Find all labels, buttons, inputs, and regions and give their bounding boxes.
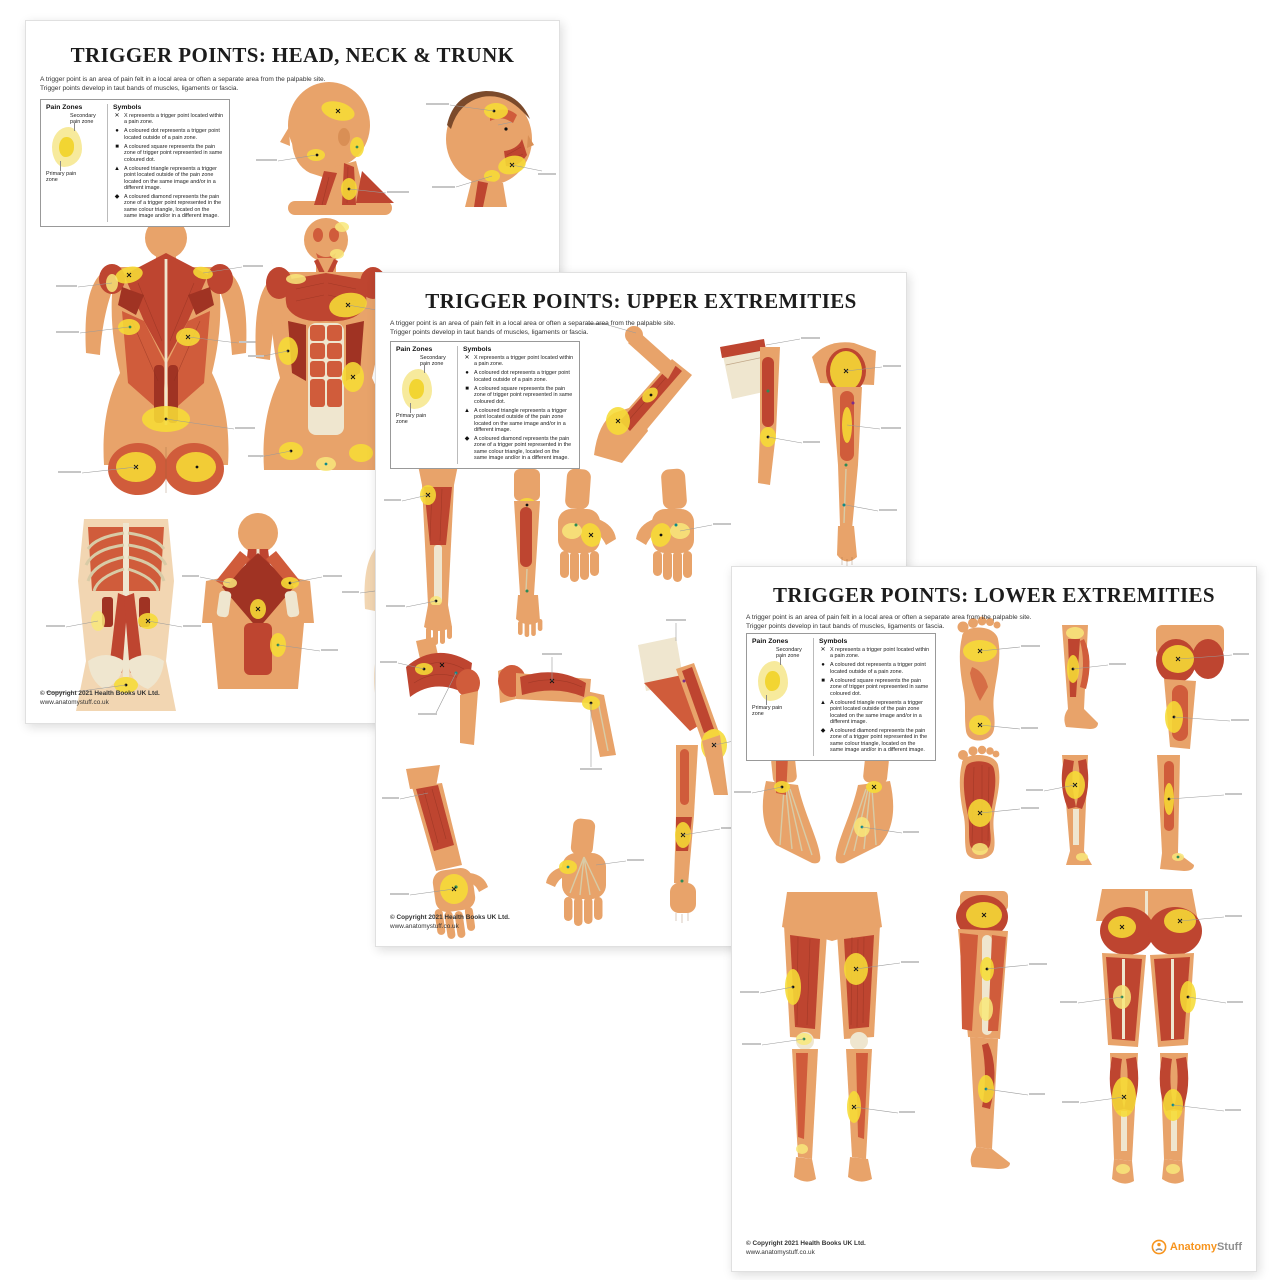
- legend-pain-zones: Pain Zones Secondary pain zone Primary p…: [46, 104, 108, 223]
- figure-forearm-flexors: [514, 469, 543, 637]
- figure-posterior-calf: [1026, 755, 1092, 865]
- figure-trapezius-shoulder: [380, 637, 480, 745]
- square-symbol-icon: ■: [821, 677, 825, 684]
- legend-symbols: Symbols ✕X represents a trigger point lo…: [463, 346, 574, 462]
- poster-intro: A trigger point is an area of pain felt …: [40, 76, 326, 93]
- symbols-title: Symbols: [113, 104, 142, 111]
- x-symbol-icon: ✕: [114, 113, 120, 119]
- figure-palm-hands: [558, 468, 731, 582]
- secondary-pain-zone-label: Secondary pain zone: [420, 355, 446, 368]
- symbols-title: Symbols: [463, 346, 492, 353]
- figure-head-jaw-view: [426, 91, 556, 207]
- pain-zones-title: Pain Zones: [752, 638, 789, 645]
- figure-triceps-elbow-pain-zone: [638, 619, 762, 795]
- poster-upper-extremities: TRIGGER POINTS: UPPER EXTREMITIES A trig…: [375, 272, 907, 947]
- primary-pain-zone-label: Primary pain zone: [752, 705, 783, 718]
- primary-pain-zone-label: Primary pain zone: [396, 413, 427, 426]
- figure-forearm-palm-pain-zone: [382, 765, 488, 939]
- figure-anterior-legs: [740, 892, 919, 1182]
- primary-pain-zone-label: Primary pain zone: [46, 171, 77, 184]
- poster-lower-extremities: TRIGGER POINTS: LOWER EXTREMITIES A trig…: [731, 566, 1257, 1272]
- triangle-symbol-icon: ▲: [114, 165, 120, 172]
- diamond-symbol-icon: ◆: [114, 193, 120, 200]
- anatomystuff-logo-icon: [1151, 1239, 1167, 1255]
- poster-footer: © Copyright 2021 Health Books UK Ltd. ww…: [746, 1239, 866, 1258]
- website-line: www.anatomystuff.co.uk: [746, 1249, 815, 1257]
- secondary-pain-zone-label: Secondary pain zone: [776, 647, 802, 660]
- square-symbol-icon: ■: [465, 385, 469, 392]
- legend-pain-zones: Pain Zones Secondary pain zone Primary p…: [752, 638, 814, 757]
- figure-arm-deltoid-pain-zone: [812, 342, 901, 567]
- figure-glute-posterior-thigh: [1156, 625, 1249, 749]
- square-symbol-icon: ■: [115, 143, 119, 150]
- triangle-symbol-icon: ▲: [820, 699, 826, 706]
- website-line: www.anatomystuff.co.uk: [40, 699, 109, 707]
- poster-footer: © Copyright 2021 Health Books UK Ltd. ww…: [390, 913, 510, 932]
- poster-intro: A trigger point is an area of pain felt …: [746, 614, 1032, 631]
- secondary-pain-zone-label: Secondary pain zone: [70, 113, 96, 126]
- figure-arm-with-scapula: [720, 337, 820, 485]
- x-symbol-icon: ✕: [820, 647, 826, 653]
- figure-dorsal-hand: [546, 818, 644, 926]
- copyright-line: © Copyright 2021 Health Books UK Ltd.: [746, 1240, 866, 1247]
- logo-text-anatomy: Anatomy: [1169, 1241, 1217, 1253]
- pain-zones-title: Pain Zones: [46, 104, 83, 111]
- figure-forearm-extensors: [384, 465, 458, 645]
- dot-symbol-icon: ●: [821, 662, 825, 669]
- figure-torso-back-view: [56, 217, 263, 495]
- figure-lower-leg-anterior: [1062, 625, 1126, 729]
- figure-neck-upper-back-view: [182, 513, 342, 689]
- dot-symbol-icon: ●: [465, 370, 469, 377]
- anatomystuff-logo: AnatomyStuff: [1151, 1239, 1242, 1255]
- poster-title: TRIGGER POINTS: LOWER EXTREMITIES: [772, 583, 1216, 607]
- poster-title: TRIGGER POINTS: UPPER EXTREMITIES: [425, 289, 857, 313]
- dot-symbol-icon: ●: [115, 128, 119, 135]
- x-symbol-icon: ✕: [464, 355, 470, 361]
- figure-foot-sole-muscles: [958, 745, 1039, 860]
- figure-dorsal-foot-1: [734, 754, 821, 864]
- figure-lateral-arm: [670, 745, 739, 923]
- legend-box: Pain Zones Secondary pain zone Primary p…: [390, 341, 580, 470]
- figure-head-side-view: [256, 82, 409, 215]
- website-line: www.anatomystuff.co.uk: [390, 923, 459, 931]
- figure-posterior-legs: [1060, 889, 1243, 1184]
- pain-zone-blob: [52, 127, 82, 167]
- figure-lateral-lower-leg: [1157, 755, 1242, 871]
- figure-foot-sole-pain-zones: [957, 616, 1040, 741]
- symbols-title: Symbols: [819, 638, 848, 645]
- diamond-symbol-icon: ◆: [820, 727, 826, 734]
- legend-pain-zones: Pain Zones Secondary pain zone Primary p…: [396, 346, 458, 465]
- figure-dorsal-foot-2: [835, 754, 919, 864]
- illustrations-upper-extremities: [380, 323, 901, 939]
- pain-zone-blob: [402, 369, 432, 409]
- poster-intro: A trigger point is an area of pain felt …: [390, 320, 676, 337]
- copyright-line: © Copyright 2021 Health Books UK Ltd.: [390, 914, 510, 921]
- illustrations-lower-extremities: [734, 616, 1249, 1184]
- legend-symbols: Symbols ✕X represents a trigger point lo…: [819, 638, 930, 754]
- figure-biceps-arm: [498, 653, 616, 770]
- copyright-line: © Copyright 2021 Health Books UK Ltd.: [40, 690, 160, 697]
- logo-text-stuff: Stuff: [1216, 1241, 1242, 1253]
- poster-footer: © Copyright 2021 Health Books UK Ltd. ww…: [40, 689, 160, 708]
- figure-arm-flexed: [588, 323, 692, 463]
- legend-box: Pain Zones Secondary pain zone Primary p…: [746, 633, 936, 762]
- figure-torso-front-view: [248, 218, 400, 471]
- legend-symbols: Symbols ✕X represents a trigger point lo…: [113, 104, 224, 220]
- poster-title: TRIGGER POINTS: HEAD, NECK & TRUNK: [70, 43, 515, 67]
- pain-zones-title: Pain Zones: [396, 346, 433, 353]
- triangle-symbol-icon: ▲: [464, 407, 470, 414]
- diamond-symbol-icon: ◆: [464, 435, 470, 442]
- pain-zone-blob: [758, 661, 788, 701]
- figure-lateral-leg: [956, 891, 1047, 1169]
- figure-trunk-deep-muscles: [46, 519, 201, 711]
- legend-box: Pain Zones Secondary pain zone Primary p…: [40, 99, 230, 228]
